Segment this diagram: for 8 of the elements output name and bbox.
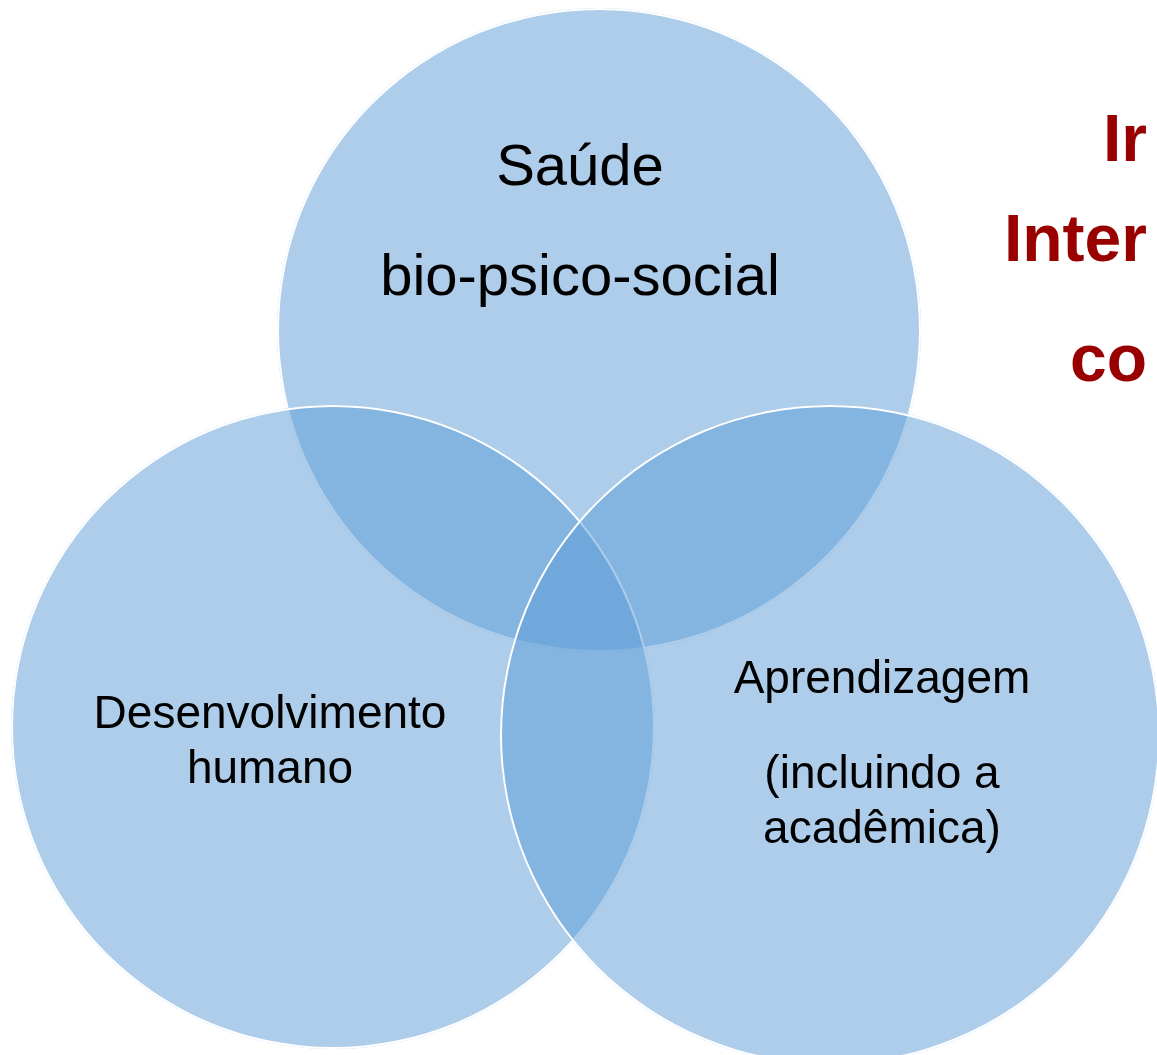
circle-label: bio-psico-social: [379, 241, 781, 309]
title-text: Inter: [1003, 200, 1147, 276]
circle-label: Aprendizagem: [732, 650, 1032, 705]
circle-label: Saúde: [495, 131, 665, 199]
circle-label: (incluindo a acadêmica): [762, 745, 1002, 856]
circle-label: Desenvolvimento humano: [92, 685, 448, 796]
title-text: Ir: [1102, 100, 1147, 176]
title-text: co: [1069, 320, 1147, 396]
